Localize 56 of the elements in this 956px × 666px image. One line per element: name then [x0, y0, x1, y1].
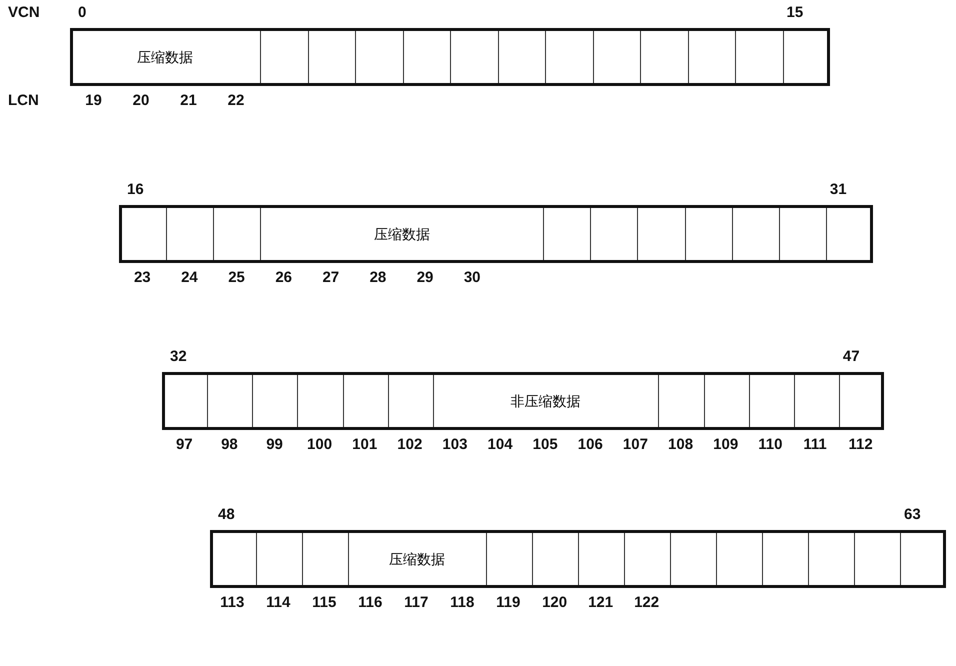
lcn-number: 105 — [532, 436, 558, 453]
lcn-number: 27 — [322, 269, 340, 286]
lcn-number: 115 — [312, 594, 336, 611]
lcn-number: 121 — [588, 594, 614, 611]
lcn-number: 20 — [132, 92, 150, 109]
lcn-number: 26 — [275, 269, 292, 286]
run-label: 压缩数据 — [137, 49, 193, 67]
cluster-run-bar — [210, 530, 946, 588]
lcn-number: 21 — [180, 92, 197, 109]
lcn-number: 120 — [542, 594, 568, 611]
vcn-number: 32 — [170, 348, 187, 365]
vcn-number: 48 — [218, 506, 235, 523]
lcn-number: 103 — [442, 436, 468, 453]
lcn-number: 111 — [803, 436, 827, 453]
lcn-number: 113 — [220, 594, 244, 611]
cluster-run-bar — [70, 28, 830, 86]
vcn-number: 15 — [786, 4, 804, 21]
lcn-number: 118 — [450, 594, 474, 611]
cluster-run-bar — [162, 372, 884, 430]
vcn-number: 31 — [830, 181, 847, 198]
lcn-number: 108 — [668, 436, 694, 453]
lcn-number: 114 — [266, 594, 290, 611]
lcn-number: 99 — [266, 436, 283, 453]
lcn-number: 116 — [358, 594, 382, 611]
vcn-number: 16 — [127, 181, 144, 198]
lcn-number: 97 — [176, 436, 193, 453]
lcn-number: 112 — [848, 436, 873, 453]
lcn-number: 109 — [713, 436, 738, 453]
lcn-number: 110 — [758, 436, 782, 453]
lcn-number: 100 — [307, 436, 332, 453]
run-label: 压缩数据 — [374, 226, 430, 244]
vcn-number: 0 — [78, 4, 86, 21]
lcn-number: 30 — [464, 269, 481, 286]
lcn-number: 107 — [622, 436, 648, 453]
run-label: 压缩数据 — [389, 551, 445, 569]
lcn-number: 102 — [397, 436, 422, 453]
lcn-number: 117 — [404, 594, 428, 611]
lcn-number: 28 — [370, 269, 386, 286]
lcn-number: 22 — [228, 92, 244, 109]
vcn-number: 47 — [842, 348, 860, 365]
axis-label: LCN — [8, 92, 39, 109]
axis-label: VCN — [8, 4, 40, 21]
lcn-number: 24 — [181, 269, 198, 286]
lcn-number: 29 — [416, 269, 434, 286]
lcn-number: 23 — [134, 269, 151, 286]
lcn-number: 25 — [228, 269, 245, 286]
lcn-number: 122 — [634, 594, 660, 611]
lcn-number: 119 — [496, 594, 520, 611]
vcn-number: 63 — [904, 506, 921, 523]
lcn-number: 106 — [578, 436, 603, 453]
lcn-number: 19 — [85, 92, 102, 109]
lcn-number: 98 — [221, 436, 238, 453]
run-label: 非压缩数据 — [510, 393, 581, 411]
lcn-number: 104 — [488, 436, 513, 453]
lcn-number: 101 — [352, 436, 378, 453]
cluster-run-bar — [119, 205, 873, 263]
